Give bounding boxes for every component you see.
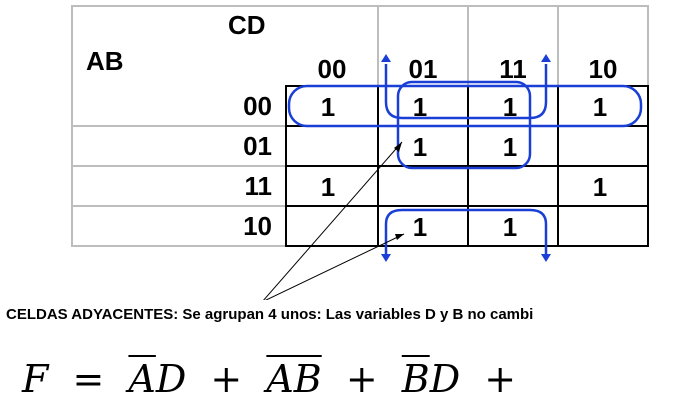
row-label: 11 xyxy=(245,171,273,201)
cell-value: 1 xyxy=(321,172,335,202)
row-labels: 00 01 11 10 xyxy=(243,91,272,241)
group-arrow-head xyxy=(381,54,391,62)
cell-value: 1 xyxy=(593,92,607,122)
adjacent-cells-caption: CELDAS ADYACENTES: Se agrupan 4 unos: La… xyxy=(6,306,534,323)
cell-value: 1 xyxy=(503,212,517,242)
kmap-groups xyxy=(287,54,643,262)
group-arrow-head xyxy=(541,254,551,262)
row-label: 01 xyxy=(243,131,272,161)
formula-lhs: F xyxy=(22,357,49,401)
formula-plus-3: + xyxy=(484,357,517,401)
formula-term3-rest: D xyxy=(429,357,461,401)
column-labels: 00 01 11 10 xyxy=(318,54,618,84)
formula-plus-1: + xyxy=(210,357,243,401)
group-square-middle xyxy=(396,80,532,170)
col-label: 00 xyxy=(318,54,347,84)
group-arrow-head xyxy=(541,54,551,62)
formula-term1-negated: A xyxy=(128,357,156,401)
col-label: 01 xyxy=(409,54,438,84)
pointer-lines xyxy=(263,141,405,300)
group-wrap-top xyxy=(384,64,548,120)
group-arrow-head xyxy=(381,254,391,262)
formula-term1-rest: D xyxy=(155,357,187,401)
row-label: 00 xyxy=(243,91,272,121)
row-variable-label: AB xyxy=(86,46,124,76)
cell-value: 1 xyxy=(593,172,607,202)
cell-value: 1 xyxy=(413,92,427,122)
row-label: 10 xyxy=(243,211,272,241)
pointer-line-upper xyxy=(263,141,403,300)
pointer-arrow-lower xyxy=(395,234,404,240)
formula-plus-2: + xyxy=(345,357,378,401)
pointer-arrow-upper xyxy=(394,142,402,152)
formula-equals: = xyxy=(72,357,105,401)
group-wrap-bottom xyxy=(384,208,548,256)
col-label: 10 xyxy=(589,54,618,84)
boolean-formula: F = AD + AB + BD + xyxy=(22,355,528,403)
pointer-line-lower xyxy=(265,233,405,300)
formula-term2-negated: AB xyxy=(266,357,322,401)
cell-value: 1 xyxy=(321,92,335,122)
cell-value: 1 xyxy=(503,132,517,162)
cell-value: 1 xyxy=(413,212,427,242)
group-row-00 xyxy=(287,84,643,128)
cell-value: 1 xyxy=(503,92,517,122)
kmap-cells: 1 1 1 1 1 1 1 1 1 1 xyxy=(321,92,607,242)
col-variable-label: CD xyxy=(228,10,266,40)
col-label: 11 xyxy=(499,54,527,84)
cell-value: 1 xyxy=(413,132,427,162)
formula-term3-negated: B xyxy=(401,357,430,401)
